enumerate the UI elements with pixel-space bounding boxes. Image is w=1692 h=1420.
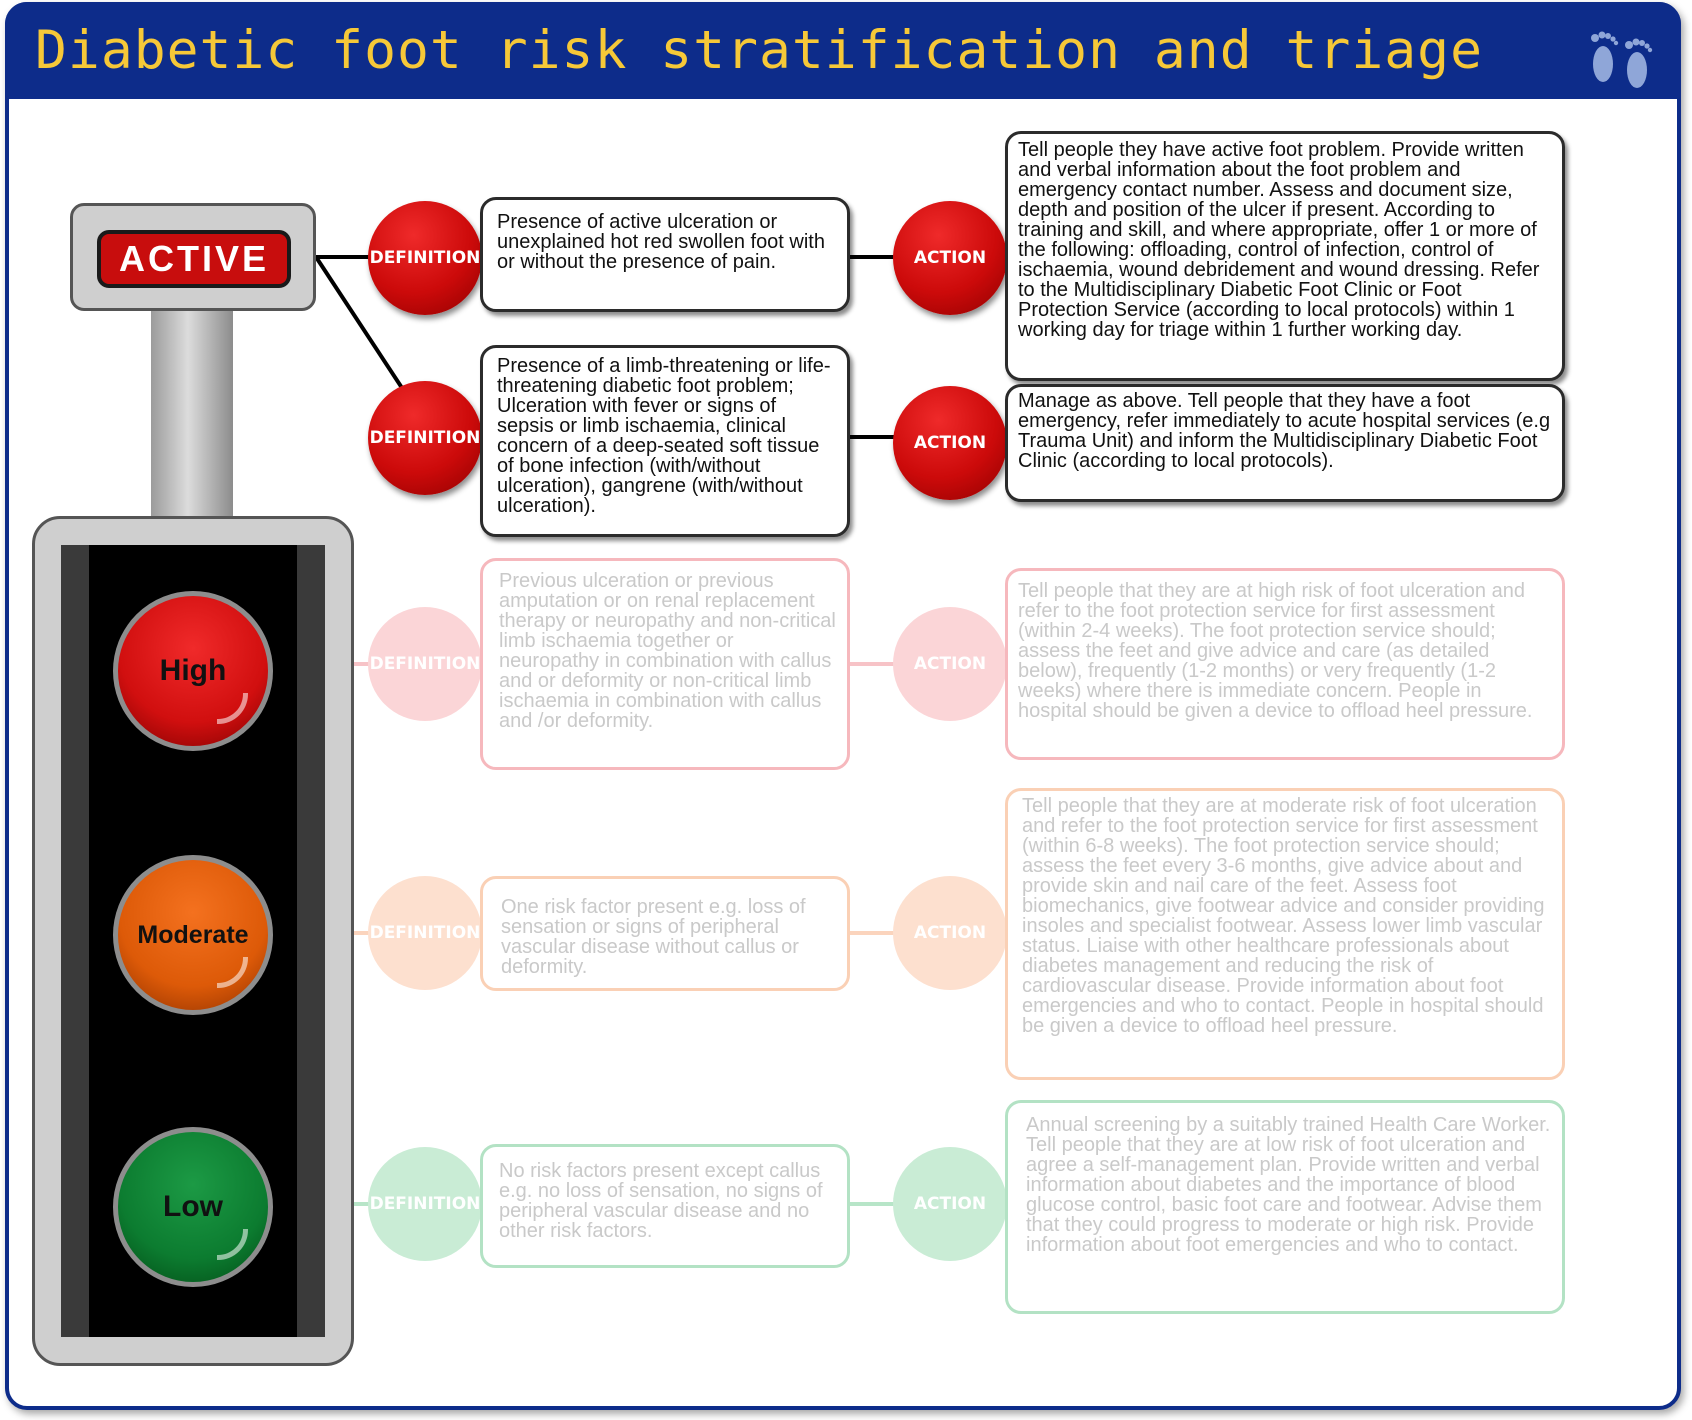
definition-box-active-2: Presence of a limb-threatening or life-t… <box>480 345 850 537</box>
definition-box-low: No risk factors present except callus e.… <box>480 1144 850 1268</box>
right-rail <box>297 545 325 1337</box>
page-title: Diabetic foot risk stratification and tr… <box>35 20 1483 81</box>
action-box-high: Tell people that they are at high risk o… <box>1005 568 1565 760</box>
traffic-light-housing: High Moderate Low <box>32 516 354 1366</box>
traffic-light-face: High Moderate Low <box>61 545 325 1337</box>
action-box-low: Annual screening by a suitably trained H… <box>1005 1100 1565 1314</box>
lamp-moderate-label: Moderate <box>137 920 249 949</box>
lamp-high[interactable]: High <box>113 591 273 751</box>
header-bar: Diabetic foot risk stratification and tr… <box>5 2 1681 99</box>
definition-badge-low[interactable]: DEFINITION <box>368 1147 482 1261</box>
action-badge-moderate[interactable]: ACTION <box>893 876 1007 990</box>
signal-pole <box>151 311 233 518</box>
action-badge-low[interactable]: ACTION <box>893 1147 1007 1261</box>
definition-badge-active-2[interactable]: DEFINITION <box>368 381 482 495</box>
left-rail <box>61 545 89 1337</box>
action-box-moderate: Tell people that they are at moderate ri… <box>1005 788 1565 1080</box>
definition-badge-moderate[interactable]: DEFINITION <box>368 876 482 990</box>
active-sign-label: ACTIVE <box>97 230 291 288</box>
definition-box-high: Previous ulceration or previous amputati… <box>480 558 850 770</box>
lamp-moderate[interactable]: Moderate <box>113 855 273 1015</box>
action-box-active-1: Tell people they have active foot proble… <box>1005 131 1565 381</box>
footprints-icon <box>1591 31 1653 88</box>
definition-badge-active-1[interactable]: DEFINITION <box>368 201 482 315</box>
action-badge-active-2[interactable]: ACTION <box>893 386 1007 500</box>
definition-box-active-1: Presence of active ulceration or unexpla… <box>480 197 850 312</box>
definition-box-moderate: One risk factor present e.g. loss of sen… <box>480 876 850 991</box>
lamp-high-label: High <box>159 654 227 687</box>
definition-badge-high[interactable]: DEFINITION <box>368 607 482 721</box>
action-badge-active-1[interactable]: ACTION <box>893 201 1007 315</box>
action-box-active-2: Manage as above. Tell people that they h… <box>1005 384 1565 502</box>
lamp-low-label: Low <box>163 1190 223 1223</box>
active-sign: ACTIVE <box>70 203 316 311</box>
lamp-low[interactable]: Low <box>113 1127 273 1287</box>
action-badge-high[interactable]: ACTION <box>893 607 1007 721</box>
